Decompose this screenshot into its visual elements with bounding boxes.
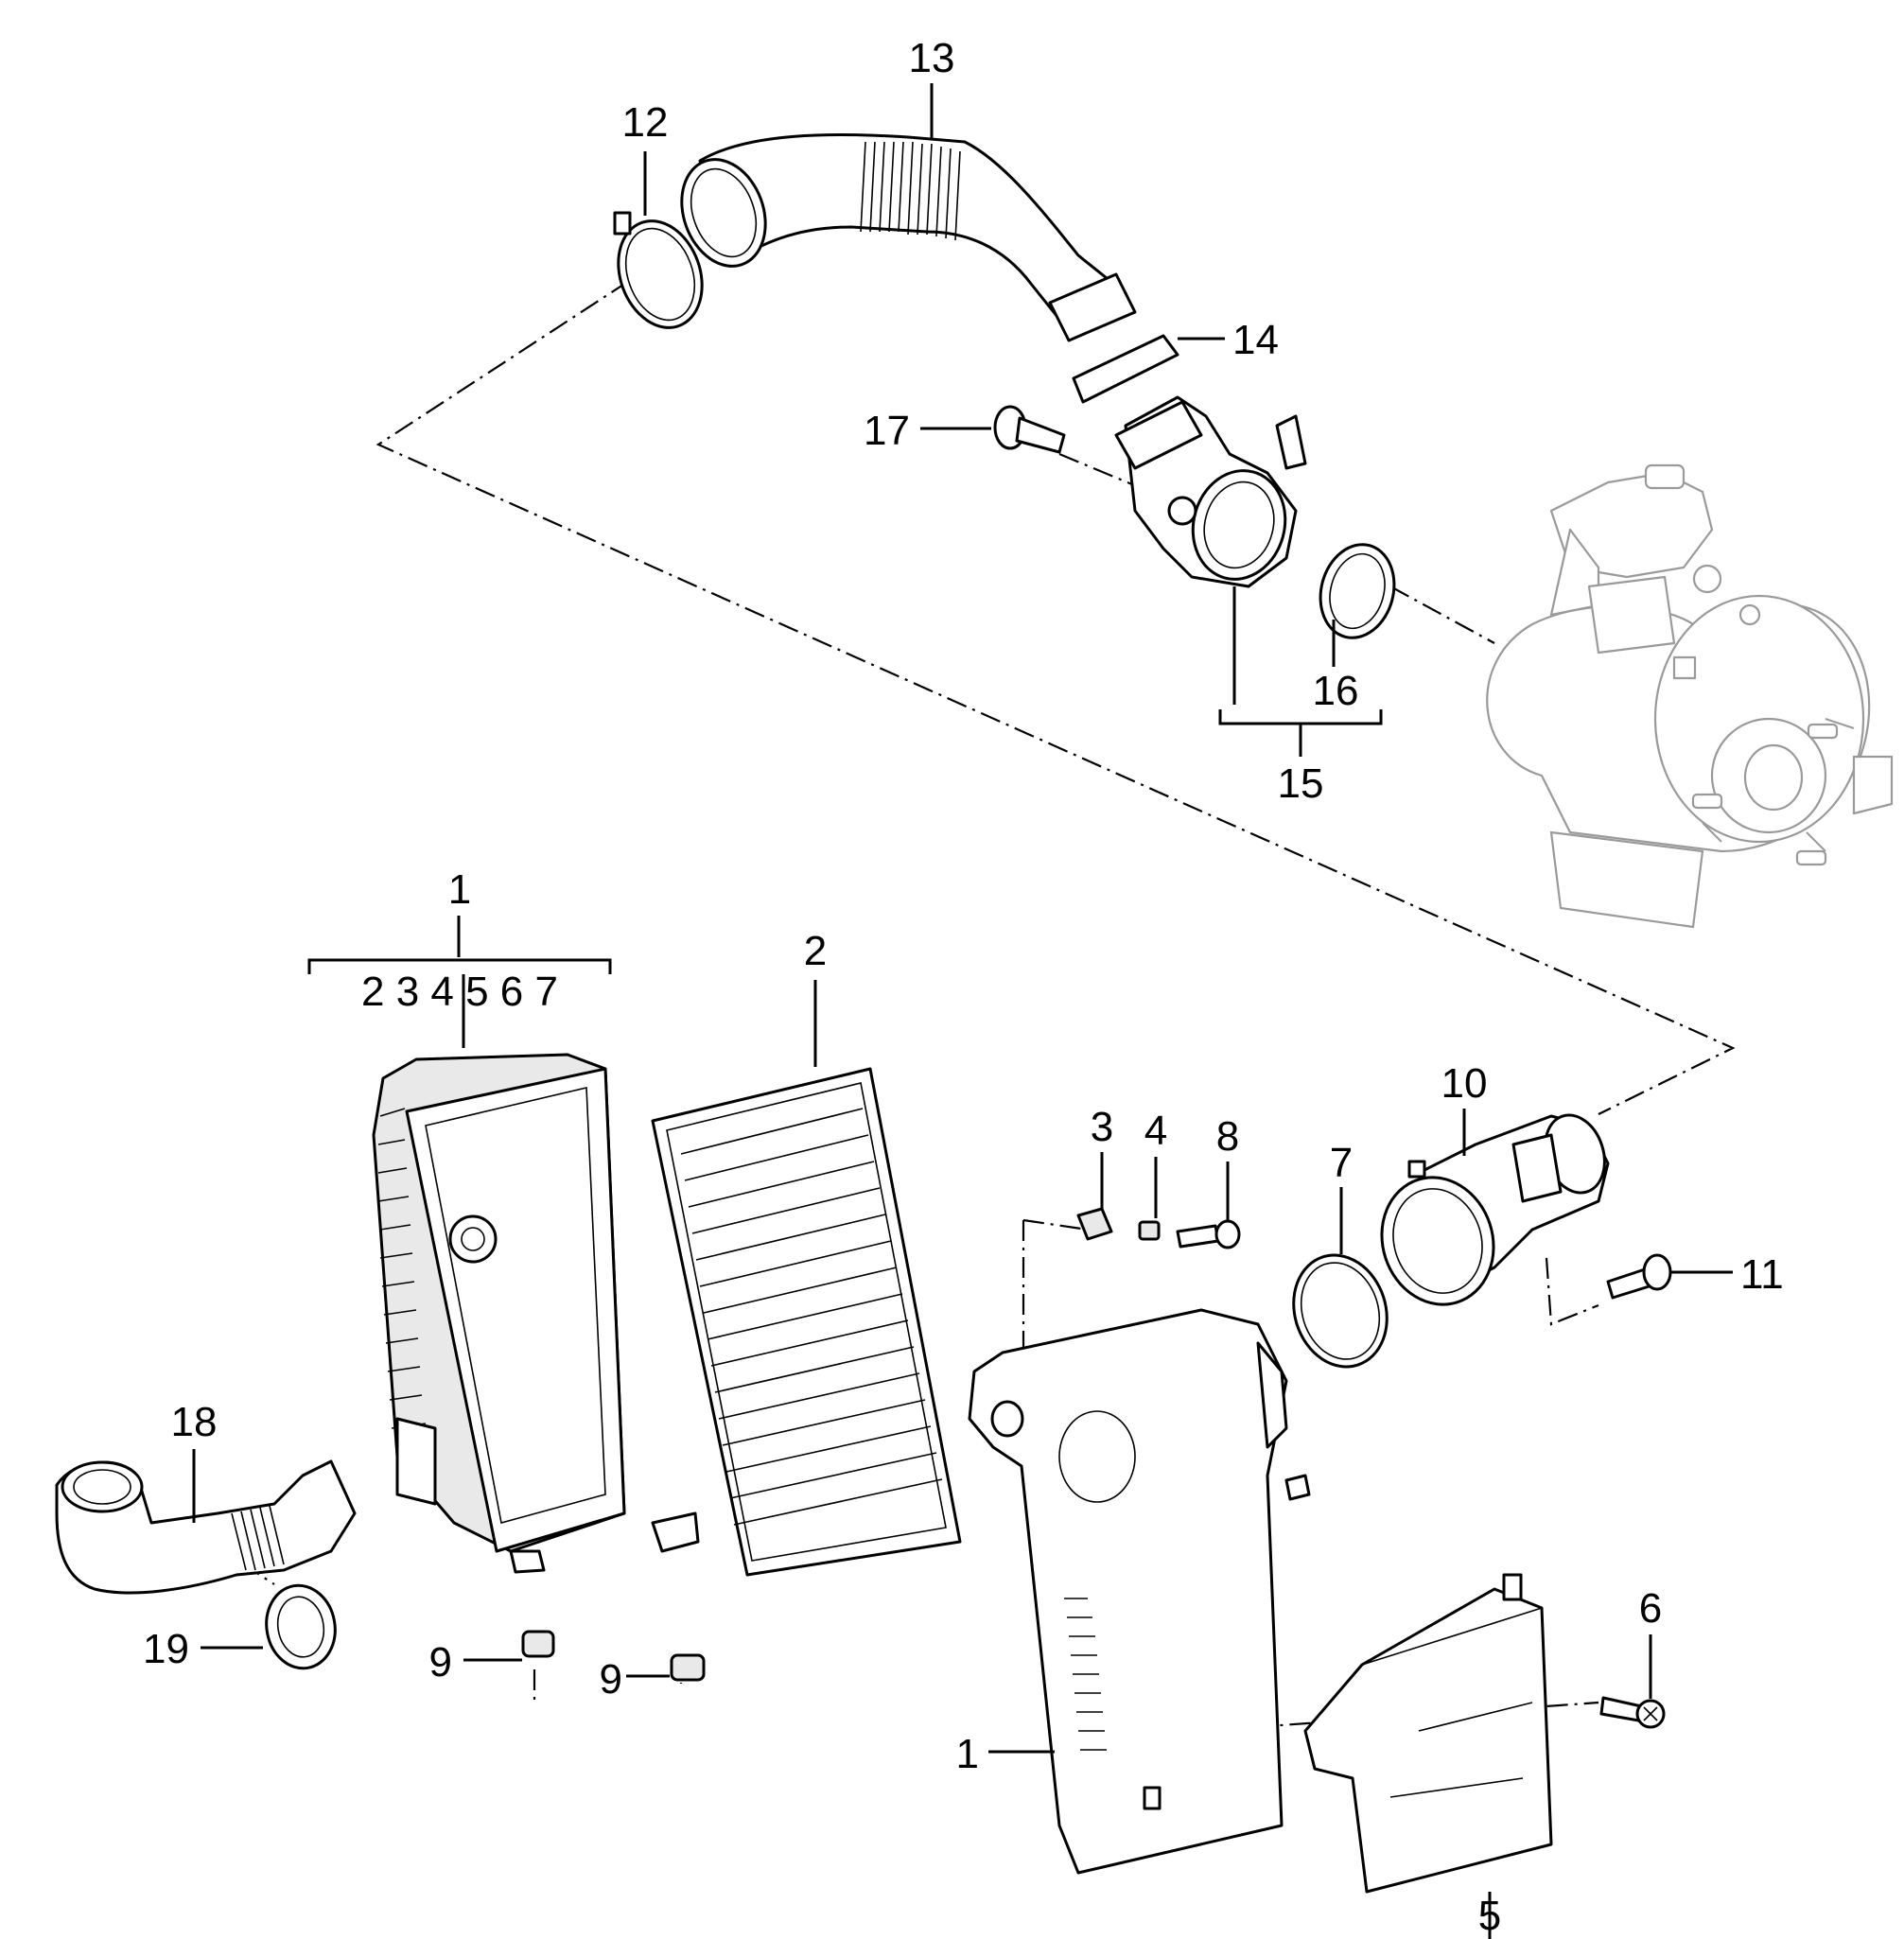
air-flow-sensor-10 [1380, 1113, 1610, 1306]
intake-pipe-13 [680, 133, 1137, 342]
turbocharger-ghost [1486, 463, 1894, 929]
label-2: 2 [804, 928, 827, 974]
label-11: 11 [1740, 1251, 1784, 1298]
inlet-duct-18 [55, 1459, 357, 1595]
label-16: 16 [1313, 668, 1359, 714]
label-14: 14 [1232, 317, 1279, 363]
callout-labels: 12 13 14 17 16 15 1 2 3 4 5 6 7 2 3 4 8 … [143, 35, 1784, 1939]
label-13: 13 [909, 35, 955, 81]
lower-housing-1 [968, 1308, 1311, 1875]
bolt-17 [993, 405, 1066, 454]
label-1-top: 1 [448, 866, 471, 913]
bushing-4 [1138, 1220, 1161, 1241]
label-7: 7 [1330, 1140, 1353, 1186]
label-1-side: 1 [956, 1731, 979, 1777]
o-ring-7 [1292, 1253, 1389, 1369]
air-cleaner-housing-1 [372, 1053, 700, 1574]
label-19: 19 [143, 1626, 189, 1672]
heat-shield-5 [1303, 1573, 1553, 1894]
label-6: 6 [1639, 1585, 1662, 1632]
label-9b: 9 [600, 1656, 622, 1703]
screw-6 [1599, 1696, 1666, 1729]
bracket-14 [1072, 334, 1179, 404]
screw-11 [1606, 1253, 1672, 1300]
grommet-3 [1076, 1207, 1113, 1241]
air-filter-element-2 [651, 1067, 962, 1577]
label-1-sub: 2 3 4 5 6 7 [361, 969, 558, 1015]
label-12: 12 [622, 99, 669, 146]
label-8: 8 [1216, 1113, 1239, 1160]
clamp-12 [613, 211, 704, 329]
label-10: 10 [1441, 1060, 1488, 1107]
label-18: 18 [171, 1399, 218, 1445]
bolt-8 [1176, 1219, 1241, 1249]
seal-19 [265, 1583, 337, 1670]
label-15: 15 [1278, 760, 1324, 807]
label-5: 5 [1478, 1893, 1501, 1939]
seal-ring-16 [1319, 543, 1396, 639]
label-4: 4 [1144, 1108, 1167, 1154]
label-17: 17 [864, 408, 910, 454]
label-9a: 9 [429, 1639, 452, 1686]
leader-lines [192, 83, 1733, 1939]
intake-elbow-15 [1114, 395, 1307, 588]
grommets-9 [521, 1630, 706, 1682]
label-3: 3 [1091, 1104, 1113, 1150]
